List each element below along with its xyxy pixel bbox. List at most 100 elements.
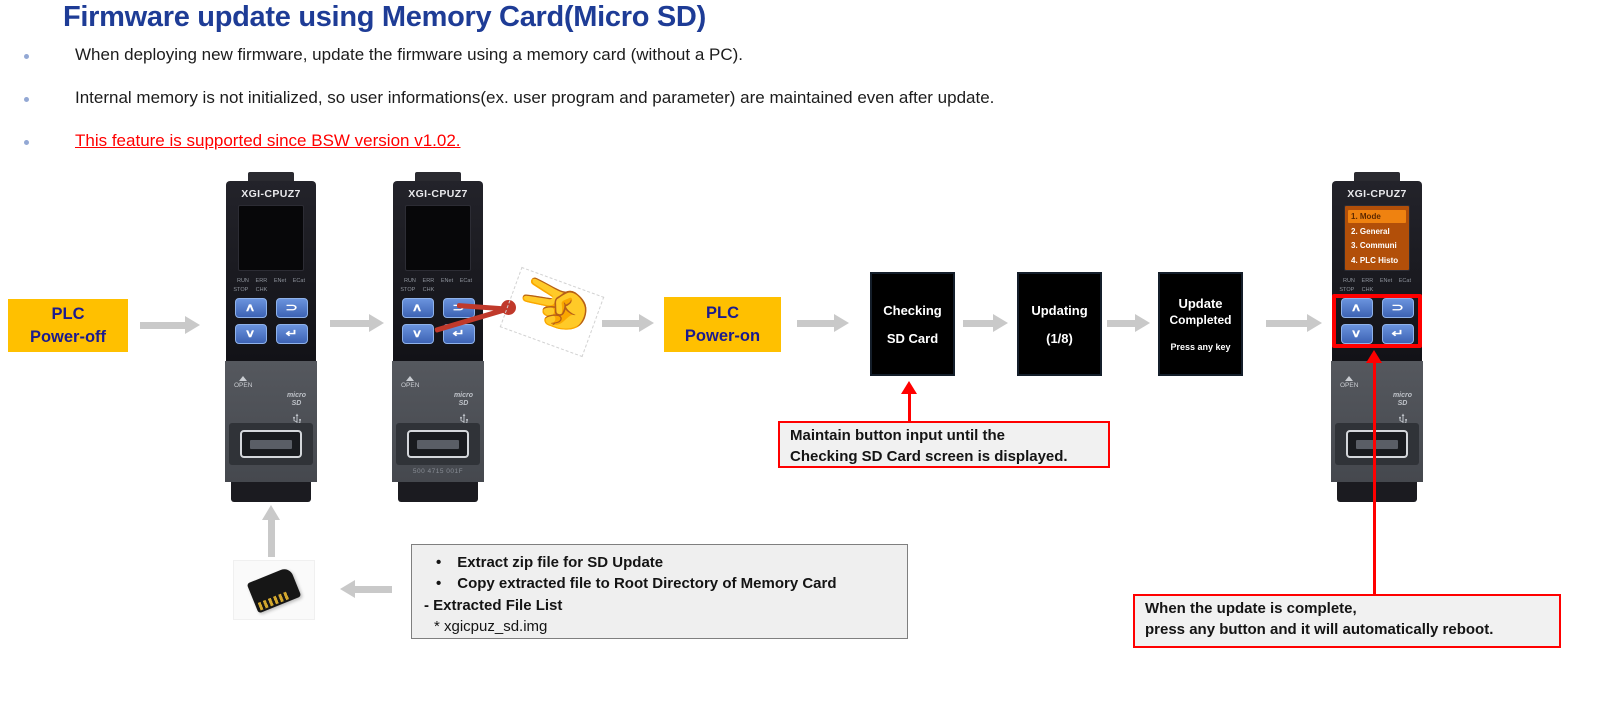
menu-item-plc-histo: 4. PLC Histo [1351, 255, 1399, 265]
usb-port-panel [229, 423, 313, 465]
device-model-label: XGI-CPUZ7 [408, 188, 468, 200]
flow-arrow-icon [963, 314, 1008, 332]
instruction-row: •Copy extracted file to Root Directory o… [424, 573, 895, 594]
screen-text: Update [1178, 295, 1223, 311]
led-enet: ENet [440, 278, 454, 284]
sd-card-icon [246, 566, 302, 614]
bullet-dot-icon [24, 54, 29, 59]
device-upper-body: XGI-CPUZ7 RUN ERR ENet ECat STOP CHK ∧ ⊃… [393, 181, 483, 361]
open-text: OPEN [401, 382, 420, 389]
up-icon: ∧ [245, 301, 256, 314]
device-led-labels-2: STOP CHK [393, 287, 476, 293]
led-ecat: ECat [1398, 278, 1412, 284]
bullet-dot-icon [24, 140, 29, 145]
up-button: ∧ [1340, 298, 1373, 318]
device-led-labels: RUN ERR ENet ECat [230, 278, 313, 284]
open-label: OPEN [1340, 376, 1358, 390]
screen-text: Checking [883, 302, 942, 318]
press-point-icon [501, 300, 516, 315]
led-chk: CHK [422, 287, 435, 293]
step-power-off-line1: PLC [51, 305, 85, 324]
device-screen-off [405, 205, 471, 271]
open-text: OPEN [234, 382, 253, 389]
page-title: Firmware update using Memory Card(Micro … [63, 1, 706, 33]
flow-arrow-icon [1266, 314, 1322, 332]
sd-instructions-box: •Extract zip file for SD Update •Copy ex… [411, 544, 908, 639]
device-bottom-tab [231, 482, 311, 502]
note-line: press any button and it will automatical… [1145, 620, 1494, 638]
note-maintain-button: Maintain button input until the Checking… [778, 421, 1110, 468]
device-upper-body: XGI-CPUZ7 RUN ERR ENet ECat STOP CHK ∧ ⊃… [226, 181, 316, 361]
screen-updating: Updating (1/8) [1017, 272, 1102, 376]
enter-icon: ↵ [452, 327, 465, 340]
device-buttons: ∧ ⊃ ∨ ↵ [226, 298, 316, 344]
led-stop: STOP [1339, 287, 1355, 293]
enter-icon: ↵ [1391, 327, 1404, 340]
bullet-item-2: Internal memory is not initialized, so u… [75, 88, 995, 107]
back-icon: ⊃ [1391, 301, 1404, 314]
step-power-on: PLC Power-on [664, 297, 781, 352]
note-line: When the update is complete, [1145, 600, 1357, 617]
down-button: ∨ [1340, 324, 1373, 344]
screen-text: (1/8) [1046, 330, 1073, 346]
screen-text-small: Press any key [1170, 341, 1231, 352]
usb-tongue [417, 439, 459, 449]
back-button: ⊃ [275, 298, 308, 318]
usb-socket [240, 430, 302, 458]
instruction-text: - Extracted File List [424, 596, 563, 614]
open-triangle-icon [406, 376, 415, 381]
device-upper-body: XGI-CPUZ7 1. Mode 2. General 3. Communi … [1332, 181, 1422, 361]
device-model-label: XGI-CPUZ7 [241, 188, 301, 200]
sd-card-photo [233, 560, 315, 620]
screen-text: SD Card [886, 330, 939, 346]
microsd-logo-line1: micro [1392, 392, 1412, 399]
microsd-logo-line1: micro [286, 392, 306, 399]
up-button: ∧ [401, 298, 434, 318]
up-icon: ∧ [412, 301, 423, 314]
instruction-text: Copy extracted file to Root Directory of… [457, 575, 837, 593]
microsd-logo-line2: SD [1397, 399, 1408, 407]
flow-arrow-up-icon [262, 505, 280, 557]
usb-socket [1346, 430, 1408, 458]
instruction-row: •Extract zip file for SD Update [424, 552, 895, 573]
flow-arrow-icon [140, 316, 200, 334]
bullet-item-3-warning: This feature is supported since BSW vers… [75, 131, 461, 150]
menu-item-mode: 1. Mode [1348, 210, 1406, 223]
open-triangle-icon [1345, 376, 1354, 381]
device-led-labels: RUN ERR ENet ECat [397, 278, 480, 284]
microsd-logo-line2: SD [458, 399, 469, 407]
led-err: ERR [1361, 278, 1374, 284]
led-ecat: ECat [292, 278, 306, 284]
hand-press-icon: ✌ [499, 260, 605, 368]
usb-tongue [250, 439, 292, 449]
led-chk: CHK [255, 287, 268, 293]
device-bottom-tab [1337, 482, 1417, 502]
plc-device-2: XGI-CPUZ7 RUN ERR ENet ECat STOP CHK ∧ ⊃… [392, 172, 484, 502]
device-bottom-tab [398, 482, 478, 502]
step-power-on-line2: Power-on [684, 326, 761, 345]
open-text: OPEN [1340, 382, 1359, 389]
up-icon: ∧ [1351, 301, 1362, 314]
led-stop: STOP [233, 287, 249, 293]
usb-socket [407, 430, 469, 458]
usb-port-panel [396, 423, 480, 465]
led-run: RUN [1342, 278, 1355, 284]
flow-arrow-icon [330, 314, 384, 332]
bullet-item-1: When deploying new firmware, update the … [75, 45, 744, 64]
enter-icon: ↵ [285, 327, 298, 340]
step-power-on-line1: PLC [706, 304, 739, 323]
screen-text: Completed [1169, 312, 1232, 327]
menu-item-general: 2. General [1351, 226, 1390, 236]
back-button: ⊃ [1381, 298, 1414, 318]
led-run: RUN [403, 278, 416, 284]
led-chk: CHK [1361, 287, 1374, 293]
note-line: Checking SD Card screen is displayed. [790, 447, 1068, 465]
step-power-off: PLC Power-off [8, 299, 128, 352]
device-model-label: XGI-CPUZ7 [1347, 188, 1407, 200]
usb-tongue [1356, 439, 1398, 449]
